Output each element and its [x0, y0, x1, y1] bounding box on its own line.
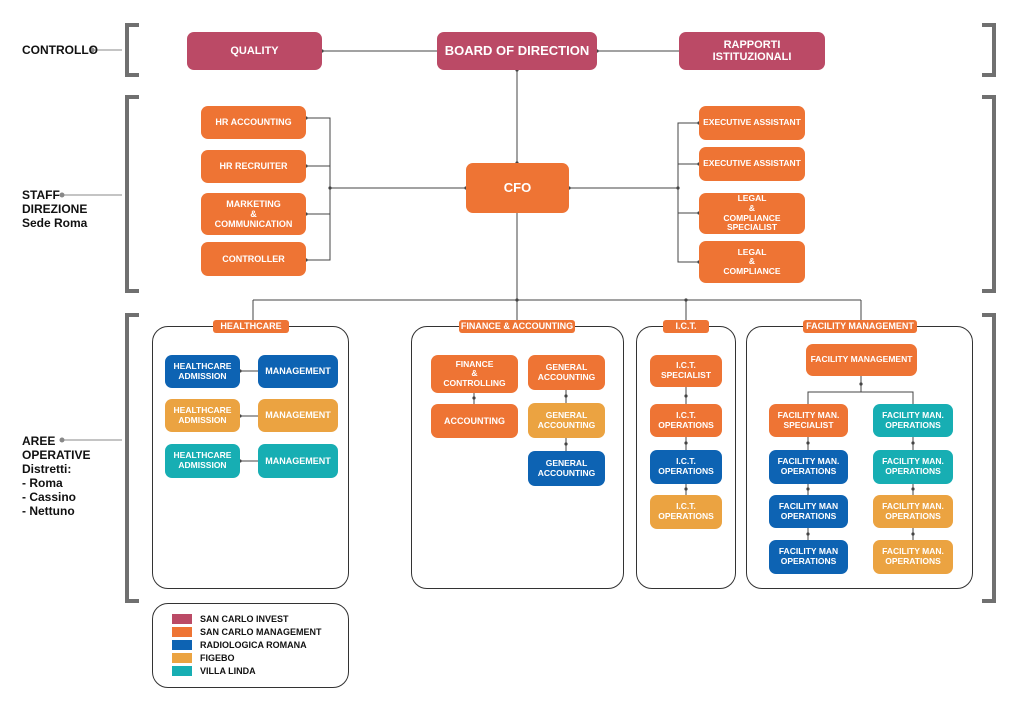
- facility-operations-right-box-1: FACILITY MAN. OPERATIONS: [873, 404, 953, 437]
- facility-operations-left-box-3: FACILITY MAN OPERATIONS: [769, 540, 848, 574]
- bracket-left-controllo: [125, 23, 139, 77]
- legend-swatch: [172, 640, 192, 650]
- ict-operations-box-1: I.C.T. OPERATIONS: [650, 404, 722, 437]
- facility-operations-right-box-2: FACILITY MAN. OPERATIONS: [873, 450, 953, 484]
- healthcare-admission-box-3: HEALTHCARE ADMISSION: [165, 444, 240, 478]
- ict-operations-box-2: I.C.T. OPERATIONS: [650, 450, 722, 484]
- legend-label: SAN CARLO INVEST: [200, 614, 289, 624]
- healthcare-admission-box-2: HEALTHCARE ADMISSION: [165, 399, 240, 432]
- finance-title: FINANCE & ACCOUNTING: [459, 320, 575, 333]
- bracket-left-staff: [125, 95, 139, 293]
- healthcare-title: HEALTHCARE: [213, 320, 289, 333]
- facility-title: FACILITY MANAGEMENT: [803, 320, 917, 333]
- legend-panel: [152, 603, 349, 688]
- legend-item: RADIOLOGICA ROMANA: [172, 640, 307, 650]
- finance-controlling-box: FINANCE & CONTROLLING: [431, 355, 518, 393]
- section-label-aree: AREE OPERATIVE Distretti: - Roma - Cassi…: [22, 434, 91, 518]
- legend-label: RADIOLOGICA ROMANA: [200, 640, 307, 650]
- section-label-staff: STAFF DIREZIONE Sede Roma: [22, 188, 88, 230]
- pointer-dots: [59, 47, 95, 443]
- executive-assistant-box-2: EXECUTIVE ASSISTANT: [699, 147, 805, 181]
- legend-label: SAN CARLO MANAGEMENT: [200, 627, 322, 637]
- healthcare-management-box-1: MANAGEMENT: [258, 355, 338, 388]
- legend-swatch: [172, 614, 192, 624]
- section-brackets: [125, 23, 996, 603]
- general-accounting-box-3: GENERAL ACCOUNTING: [528, 451, 605, 486]
- healthcare-management-box-2: MANAGEMENT: [258, 399, 338, 432]
- quality-box: QUALITY: [187, 32, 322, 70]
- facility-operations-left-box-2: FACILITY MAN OPERATIONS: [769, 495, 848, 528]
- facility-management-head-box: FACILITY MANAGEMENT: [806, 344, 917, 376]
- ict-specialist-box: I.C.T. SPECIALIST: [650, 355, 722, 387]
- healthcare-management-box-3: MANAGEMENT: [258, 444, 338, 478]
- legend-item: VILLA LINDA: [172, 666, 256, 676]
- legend-label: VILLA LINDA: [200, 666, 256, 676]
- facility-operations-right-box-3: FACILITY MAN. OPERATIONS: [873, 495, 953, 528]
- legal-compliance-specialist-box: LEGAL & COMPLIANCE SPECIALIST: [699, 193, 805, 234]
- legend-label: FIGEBO: [200, 653, 235, 663]
- accounting-box: ACCOUNTING: [431, 404, 518, 438]
- rapporti-istituzionali-box: RAPPORTI ISTITUZIONALI: [679, 32, 825, 70]
- general-accounting-box-1: GENERAL ACCOUNTING: [528, 355, 605, 390]
- legend-item: SAN CARLO INVEST: [172, 614, 289, 624]
- facility-specialist-box: FACILITY MAN. SPECIALIST: [769, 404, 848, 437]
- org-lines: [240, 50, 914, 540]
- legend-swatch: [172, 653, 192, 663]
- legend-item: SAN CARLO MANAGEMENT: [172, 627, 322, 637]
- section-label-controllo: CONTROLLO: [22, 43, 98, 57]
- board-of-direction-box: BOARD OF DIRECTION: [437, 32, 597, 70]
- facility-operations-right-box-4: FACILITY MAN. OPERATIONS: [873, 540, 953, 574]
- facility-operations-left-box-1: FACILITY MAN. OPERATIONS: [769, 450, 848, 484]
- executive-assistant-box-1: EXECUTIVE ASSISTANT: [699, 106, 805, 140]
- bracket-left-aree: [125, 313, 139, 603]
- hr-recruiter-box: HR RECRUITER: [201, 150, 306, 183]
- healthcare-admission-box-1: HEALTHCARE ADMISSION: [165, 355, 240, 388]
- controller-box: CONTROLLER: [201, 242, 306, 276]
- marketing-communication-box: MARKETING & COMMUNICATION: [201, 193, 306, 235]
- ict-title: I.C.T.: [663, 320, 709, 333]
- bracket-right-controllo: [982, 23, 996, 77]
- ict-operations-box-3: I.C.T. OPERATIONS: [650, 495, 722, 529]
- cfo-box: CFO: [466, 163, 569, 213]
- bracket-right-staff: [982, 95, 996, 293]
- general-accounting-box-2: GENERAL ACCOUNTING: [528, 403, 605, 438]
- legal-compliance-box: LEGAL & COMPLIANCE: [699, 241, 805, 283]
- legend-swatch: [172, 666, 192, 676]
- pointer-lines: [62, 49, 122, 441]
- legend-swatch: [172, 627, 192, 637]
- hr-accounting-box: HR ACCOUNTING: [201, 106, 306, 139]
- legend-item: FIGEBO: [172, 653, 235, 663]
- bracket-right-aree: [982, 313, 996, 603]
